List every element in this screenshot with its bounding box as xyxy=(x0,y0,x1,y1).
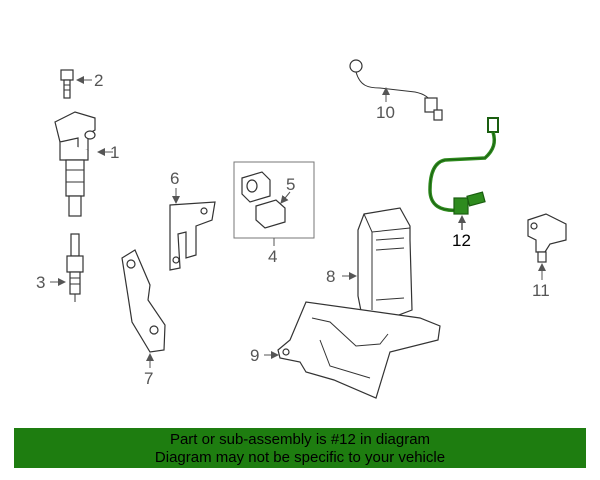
part-7-bracket[interactable]: 7 xyxy=(121,249,166,388)
callout-11: 11 xyxy=(532,281,550,300)
part-2-bolt[interactable]: 2 xyxy=(60,69,103,99)
callout-2: 2 xyxy=(94,71,103,90)
part-3-spark-plug[interactable]: 3 xyxy=(36,233,84,302)
part-6-bracket[interactable]: 6 xyxy=(169,169,216,271)
callout-1: 1 xyxy=(110,143,119,162)
part-10-sensor-harness[interactable]: 10 xyxy=(349,59,443,122)
part-4-relay-assembly[interactable]: 5 4 xyxy=(233,161,315,266)
part-11-sensor[interactable]: 11 xyxy=(527,213,567,300)
callout-12: 12 xyxy=(452,231,471,250)
callout-8: 8 xyxy=(326,267,335,286)
part-notice-banner: Part or sub-assembly is #12 in diagram D… xyxy=(14,428,586,468)
callout-4: 4 xyxy=(268,247,277,266)
callout-6: 6 xyxy=(170,169,179,188)
callout-3: 3 xyxy=(36,273,45,292)
banner-line-2: Diagram may not be specific to your vehi… xyxy=(154,449,446,466)
banner-line-1: Part or sub-assembly is #12 in diagram xyxy=(169,431,431,448)
parts-diagram: 2 1 3 6 7 xyxy=(36,59,567,399)
callout-10: 10 xyxy=(376,103,395,122)
callout-9: 9 xyxy=(250,346,259,365)
part-12-sensor-highlighted[interactable]: 12 xyxy=(428,117,499,250)
part-8-control-module[interactable]: 8 xyxy=(326,207,413,317)
callout-5: 5 xyxy=(286,175,295,194)
part-9-mounting-tray[interactable]: 9 xyxy=(250,301,441,399)
part-1-ignition-coil[interactable]: 1 xyxy=(54,111,119,217)
callout-7: 7 xyxy=(144,369,153,388)
